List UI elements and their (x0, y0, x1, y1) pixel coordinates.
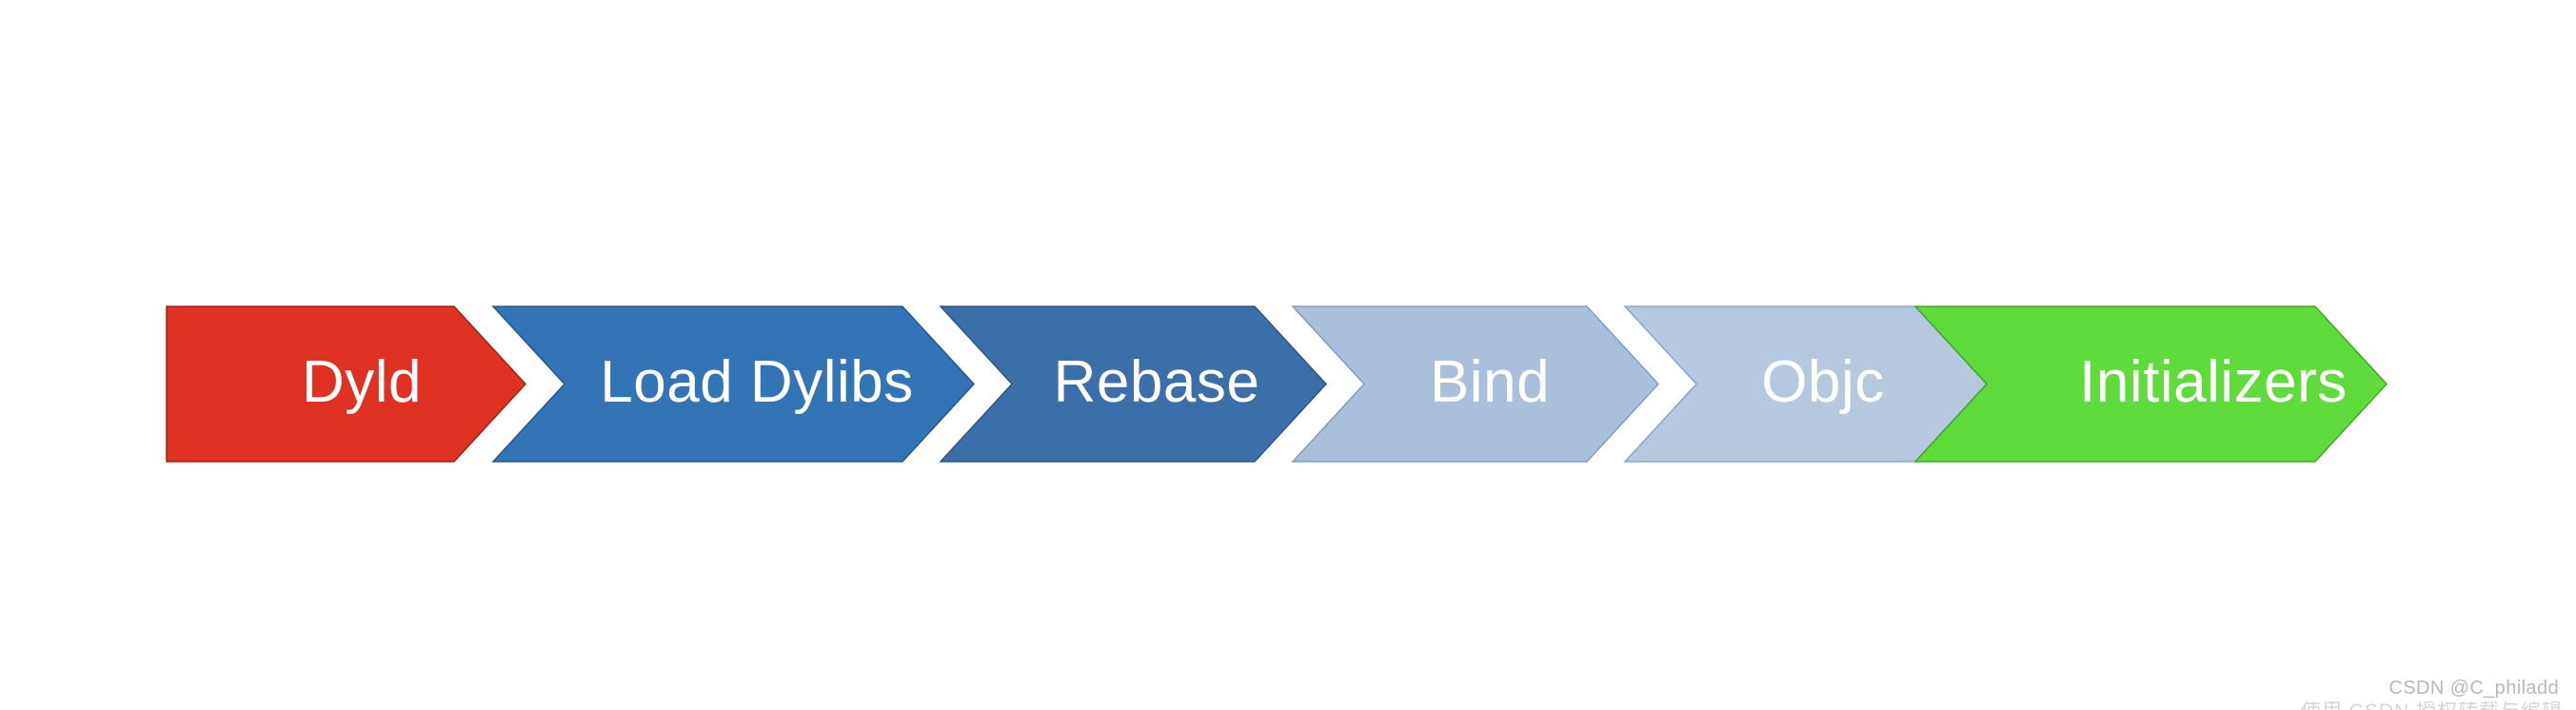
bottom-cut-text: 使用 CSDN 授权转载与编辑 (2301, 701, 2563, 710)
chevron-group: Dyld Load Dylibs Rebase Bind Objc Initializer… (166, 306, 2388, 463)
chevron-step-dyld[interactable] (166, 306, 527, 463)
chevron-step-bind[interactable] (1291, 306, 1660, 463)
chevron-label-bind: Bind (1430, 349, 1550, 415)
chevron-label-initializers: Initializers (2079, 349, 2348, 415)
chevron-step-rebase[interactable] (939, 306, 1328, 463)
chevron-label-rebase: Rebase (1054, 349, 1260, 415)
csdn-watermark: CSDN @C_philadd (2388, 678, 2559, 699)
chevron-label-load-dylibs: Load Dylibs (600, 349, 913, 415)
chevron-label-dyld: Dyld (302, 349, 422, 415)
chevron-step-initializers[interactable] (1913, 306, 2388, 463)
chevron-label-objc: Objc (1761, 349, 1884, 415)
chevron-step-load-dylibs[interactable] (491, 306, 976, 463)
